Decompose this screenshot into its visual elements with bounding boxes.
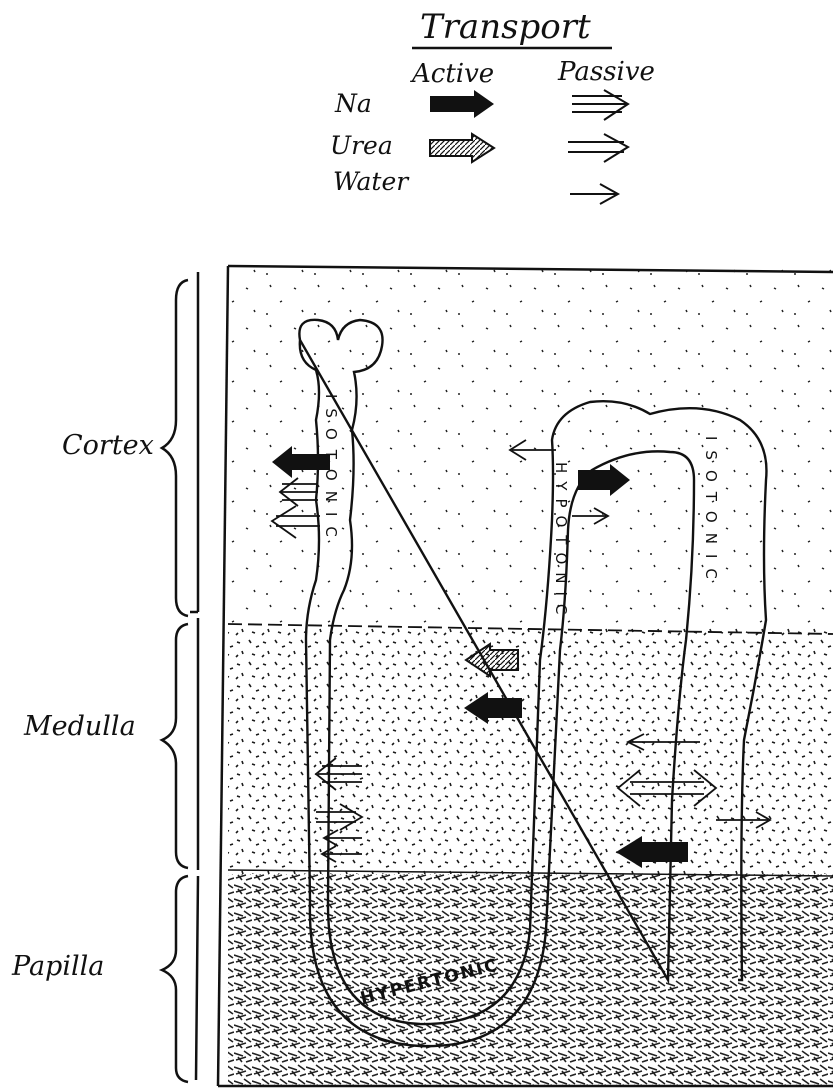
region-label-papilla: Papilla <box>11 951 104 982</box>
region-braces <box>162 272 198 1082</box>
label-distal-isotonic: ISOTONIC <box>702 436 720 589</box>
label-proximal-isotonic: ISOTONIC <box>322 394 340 547</box>
legend-row-water-label: Water <box>333 167 410 196</box>
solid-arrow-icon <box>430 90 494 118</box>
legend: Transport Active Passive Na Urea Water <box>330 7 655 204</box>
box-left-edge <box>218 266 228 1086</box>
region-label-medulla: Medulla <box>23 711 136 742</box>
legend-header-passive: Passive <box>557 57 655 87</box>
legend-title: Transport <box>420 7 591 47</box>
papilla-brace <box>162 876 188 1082</box>
cortex-brace <box>162 280 188 616</box>
legend-row-na-label: Na <box>334 89 372 118</box>
medulla-brace <box>162 624 188 868</box>
outer-vertical-line <box>190 272 198 612</box>
single-line-arrow-icon <box>570 184 618 204</box>
triple-line-arrow-icon <box>572 90 628 120</box>
hatched-arrow-icon <box>430 134 494 162</box>
region-label-cortex: Cortex <box>62 430 154 461</box>
double-line-arrow-icon <box>568 134 628 162</box>
label-ascending-hypotonic: HYPOTONIC <box>552 462 570 622</box>
legend-header-active: Active <box>410 59 494 89</box>
legend-row-urea-label: Urea <box>330 131 393 160</box>
